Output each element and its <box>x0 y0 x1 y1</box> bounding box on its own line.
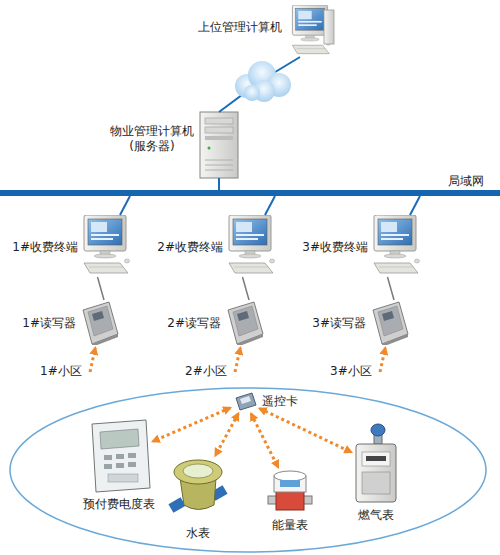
network-link <box>120 196 130 215</box>
node-label: 预付费电度表 <box>79 497 159 512</box>
terminal-icon: 2#收费终端 <box>225 215 275 277</box>
node-label: 1#读写器 <box>20 316 76 331</box>
reader-icon: 3#读写器 <box>370 300 410 345</box>
node-label: 3#小区 <box>330 364 380 379</box>
meter-icon: 能量表 <box>268 470 312 512</box>
node-label: 1#收费终端 <box>8 240 78 255</box>
node-label: 燃气表 <box>346 508 406 523</box>
node-label: 3#收费终端 <box>298 240 368 255</box>
node-label: 1#小区 <box>40 364 90 379</box>
network-link <box>218 178 220 190</box>
node-label: 上位管理计算机 <box>196 20 282 35</box>
terminal-icon: 3#收费终端 <box>370 215 420 277</box>
wireless-link <box>90 348 95 372</box>
network-link <box>219 57 300 112</box>
node-label: 2#收费终端 <box>153 240 223 255</box>
wireless-link <box>235 348 240 372</box>
wireless-link <box>380 348 385 372</box>
network-link <box>265 196 275 215</box>
node-label: 遥控卡 <box>262 394 312 409</box>
node-label: 局域网 <box>448 174 496 189</box>
node-label: 能量表 <box>260 518 320 533</box>
computer-icon: 上位管理计算机 <box>285 5 335 57</box>
wireless-link <box>251 414 278 468</box>
reader-icon: 2#读写器 <box>225 300 265 345</box>
wireless-link <box>260 409 352 453</box>
node-label: 水表 <box>168 526 228 541</box>
wireless-link <box>215 414 238 456</box>
area-label: 2#小区 <box>185 364 235 380</box>
terminal-icon: 1#收费终端 <box>80 215 130 277</box>
cable-link <box>243 277 250 300</box>
node-label: 2#小区 <box>185 364 235 379</box>
meter-icon: 水表 <box>168 458 228 516</box>
reader-icon: 1#读写器 <box>80 300 120 345</box>
area-label: 1#小区 <box>40 364 90 380</box>
lan-band: 局域网 <box>0 190 500 196</box>
node-label: 3#读写器 <box>310 316 366 331</box>
node-label: 2#读写器 <box>165 316 221 331</box>
network-link <box>410 196 420 215</box>
cable-link <box>98 277 105 300</box>
server-icon: 物业管理计算机 (服务器) <box>200 112 238 178</box>
wireless-link <box>153 408 230 442</box>
meter-icon: 燃气表 <box>354 424 398 504</box>
node-label: 物业管理计算机 (服务器) <box>106 124 198 154</box>
meter-icon: 预付费电度表 <box>88 420 150 492</box>
cable-link <box>388 277 395 300</box>
area-label: 3#小区 <box>330 364 380 380</box>
remote-card: 遥控卡 <box>233 392 257 411</box>
